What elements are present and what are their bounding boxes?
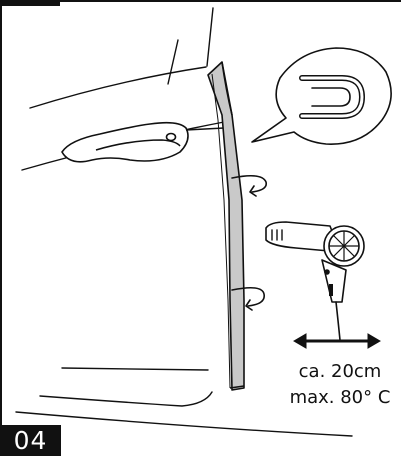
u-profile-detail-icon <box>251 47 392 145</box>
frame-border <box>0 0 401 430</box>
press-arrow-icon <box>231 174 268 311</box>
temperature-label: max. 80° C <box>289 387 391 408</box>
hair-dryer-icon <box>265 221 365 341</box>
step-number-badge: 04 <box>0 425 61 456</box>
edge-trim-strip <box>207 61 245 391</box>
frame-corner-mark <box>0 0 60 6</box>
double-arrow-icon <box>293 333 381 349</box>
door-handle-icon <box>61 121 225 163</box>
distance-label: ca. 20cm <box>298 361 382 382</box>
